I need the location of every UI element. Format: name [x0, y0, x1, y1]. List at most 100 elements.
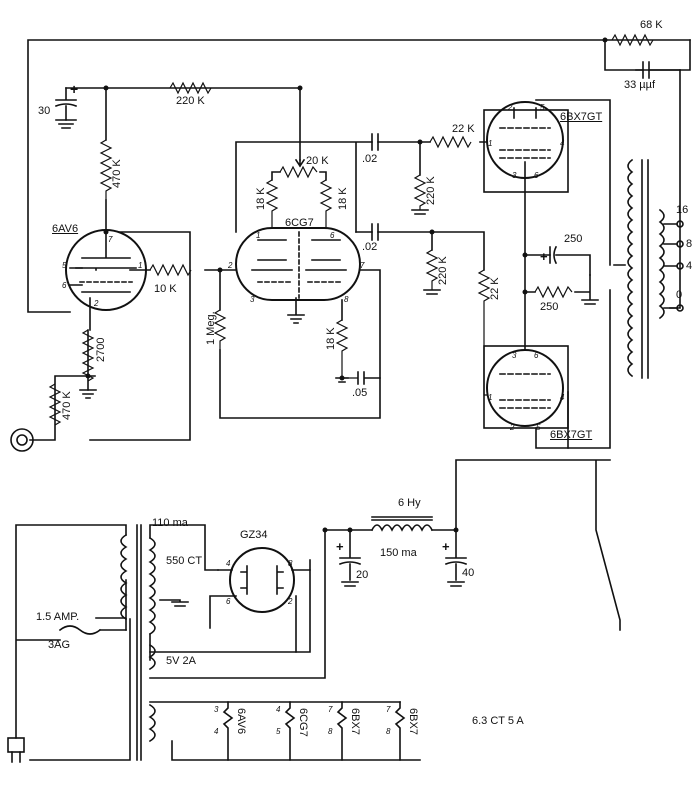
label-plus-30: +	[70, 81, 79, 97]
output-transformer-primary	[627, 158, 634, 378]
label-250-res: 250	[540, 301, 559, 313]
capacitor-02-top	[371, 133, 379, 151]
label-02-top: .02	[362, 153, 378, 165]
tap-0: 0	[676, 289, 683, 301]
pin-h-6bx7b-8: 8	[386, 727, 391, 736]
pin-top-2: 2	[508, 103, 513, 112]
pin-gz34-8: 8	[288, 559, 293, 568]
tube-gz34	[229, 547, 295, 613]
pin-6av6-2: 2	[94, 299, 99, 308]
label-18k-a: 18 K	[255, 187, 267, 210]
label-5v-2a: 5V 2A	[166, 655, 196, 667]
pin-h-6bx7a-8: 8	[328, 727, 333, 736]
filament-5v-winding	[148, 643, 156, 671]
resistor-220k-top	[169, 81, 212, 95]
pin-top-4: 4	[560, 139, 565, 148]
label-20: 20	[356, 569, 369, 581]
label-2700: 2700	[95, 337, 107, 362]
resistor-2700	[81, 329, 95, 382]
resistor-470k-plate	[99, 139, 113, 200]
label-pot-20k: 20 K	[306, 155, 329, 167]
resistor-22k-mid	[477, 269, 500, 396]
pin-top-1: 1	[488, 139, 493, 148]
label-02-mid: .02	[362, 241, 378, 253]
pin-bot-6: 6	[534, 351, 539, 360]
power-transformer-primary	[120, 533, 128, 621]
capacitor-250	[549, 245, 558, 265]
label-550ct: 550 CT	[166, 555, 203, 567]
pin-6cg7-7: 7	[360, 261, 365, 270]
plate-coupling-wire	[89, 231, 191, 441]
label-6hy: 6 Hy	[398, 497, 421, 509]
pin-6cg7-8: 8	[344, 295, 349, 304]
label-22k-mid: 22 K	[489, 277, 501, 300]
resistor-22k-top	[429, 135, 472, 149]
pin-top-5: 5	[540, 103, 545, 112]
label-heater-6av6: 6AV6	[235, 708, 247, 735]
resistor-68k	[611, 33, 654, 47]
pin-6cg7-6: 6	[330, 231, 335, 240]
label-18k-b: 18 K	[337, 187, 349, 210]
label-gz34: GZ34	[240, 529, 268, 541]
label-10k: 10 K	[154, 283, 177, 295]
resistor-250	[534, 285, 573, 299]
label-220k-top: 220 K	[176, 95, 205, 107]
pin-6cg7-2: 2	[228, 261, 233, 270]
pin-h-6av6-3: 3	[214, 705, 219, 714]
capacitor-33	[642, 61, 650, 79]
label-470k-input: 470 K	[61, 391, 73, 420]
pin-h-6bx7b-7: 7	[386, 705, 391, 714]
label-05: .05	[352, 387, 368, 399]
pin-6av6-1: 1	[138, 261, 143, 270]
label-40: 40	[462, 567, 475, 579]
tube-6cg7	[235, 227, 361, 301]
pin-h-6av6-4: 4	[214, 727, 219, 736]
capacitor-20	[338, 529, 362, 587]
pin-gz34-4: 4	[226, 559, 231, 568]
pin-h-6cg7-4: 4	[276, 705, 281, 714]
pin-h-6cg7-5: 5	[276, 727, 281, 736]
output-transformer-secondary	[658, 208, 665, 320]
feedback-to-output	[669, 69, 681, 309]
pin-bot-3: 3	[512, 351, 517, 360]
pin-6av6-5: 5	[62, 261, 67, 270]
label-250-cap: 250	[564, 233, 583, 245]
pin-h-6bx7a-7: 7	[328, 705, 333, 714]
resistor-220k-grid2	[425, 249, 439, 290]
label-plus-20: +	[336, 539, 344, 554]
label-22k-top: 22 K	[452, 123, 475, 135]
label-30: 30	[38, 105, 51, 117]
input-jack	[10, 428, 34, 452]
pot-20k	[279, 165, 318, 179]
pin-bot-4: 4	[560, 393, 565, 402]
label-150ma: 150 ma	[380, 547, 417, 559]
label-heater-spec: 6.3 CT 5 A	[472, 715, 524, 727]
pin-6cg7-1: 1	[256, 231, 261, 240]
pin-gz34-2: 2	[288, 597, 293, 606]
resistor-1meg	[213, 309, 227, 350]
feedback-wire	[27, 39, 691, 313]
resistor-18k-a	[265, 179, 279, 230]
label-fuse-amp: 1.5 AMP.	[36, 611, 80, 623]
pin-6av6-6: 6	[62, 281, 67, 290]
pin-top-6: 6	[534, 171, 539, 180]
label-470k-plate: 470 K	[111, 159, 123, 188]
label-6cg7: 6CG7	[285, 217, 314, 229]
pin-6av6-7: 7	[108, 235, 113, 244]
pin-bot-1: 1	[488, 393, 493, 402]
pin-bot-2: 2	[510, 423, 515, 432]
label-plus-250: +	[540, 249, 548, 264]
hv-winding	[148, 536, 156, 636]
fuse-1-5a	[58, 625, 102, 635]
ac-plug	[7, 737, 25, 753]
label-68k: 68 K	[640, 19, 663, 31]
label-33uuf: 33 µµf	[624, 79, 656, 91]
label-220k-grid2: 220 K	[437, 256, 449, 285]
heater-winding	[148, 703, 156, 743]
label-heater-6cg7: 6CG7	[297, 708, 309, 737]
tap-4: 4	[686, 260, 693, 272]
pin-gz34-6: 6	[226, 597, 231, 606]
tube-6bx7gt-bottom	[486, 349, 564, 427]
